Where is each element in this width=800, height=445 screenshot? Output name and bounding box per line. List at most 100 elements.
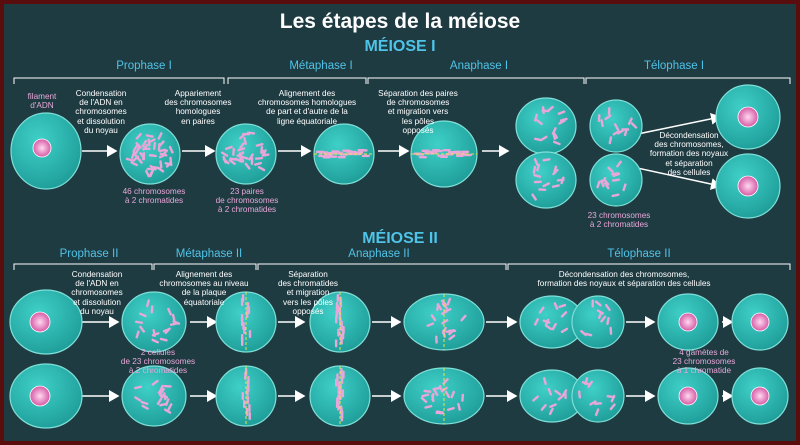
chromosome <box>455 154 464 158</box>
chromosome <box>431 392 435 401</box>
phase-bracket <box>257 263 507 270</box>
nucleus <box>737 106 759 128</box>
chromosome <box>145 134 154 138</box>
chromosome <box>435 335 438 344</box>
phase-bracket <box>507 263 791 270</box>
chromosome <box>255 142 264 147</box>
chromosome <box>222 158 230 165</box>
chromosome <box>440 309 449 316</box>
chromosome <box>337 155 346 159</box>
chromosome <box>533 158 539 166</box>
chromosome <box>134 385 143 390</box>
chromosome <box>623 128 628 137</box>
chromosome <box>453 150 462 154</box>
nucleus <box>29 385 51 407</box>
chromosome <box>441 302 448 310</box>
chromosome <box>535 119 543 126</box>
chromosome <box>240 298 244 306</box>
cell <box>515 151 577 209</box>
chromosome <box>152 141 157 150</box>
chromosome <box>141 139 148 148</box>
chromosome <box>260 145 264 154</box>
telophase-1-desc: Décondensation des chromosomes, formatio… <box>649 131 729 177</box>
chromosome <box>322 156 331 159</box>
chromosome <box>334 378 338 387</box>
chromosome <box>157 132 163 140</box>
phase-bracket <box>13 263 153 270</box>
chromosome <box>139 312 147 318</box>
chromosome <box>135 142 142 149</box>
chromosome <box>159 402 168 407</box>
chromosome <box>141 404 149 410</box>
chromosome <box>534 137 542 142</box>
anaphase-1-desc: Séparation des paires de chromosomes et … <box>378 89 458 135</box>
chromosome <box>158 384 164 393</box>
metaphase-1-desc: Alignement des chromosomes homologues de… <box>257 89 357 126</box>
chromosome <box>558 303 567 309</box>
chromosome <box>446 297 452 306</box>
chromosome <box>549 403 557 408</box>
chromosome <box>600 119 604 128</box>
telophase-2-desc: Décondensation des chromosomes, formatio… <box>537 270 711 289</box>
chromosome <box>600 315 607 323</box>
chromosome <box>248 412 251 420</box>
chromosome <box>145 169 150 178</box>
chromosome <box>337 402 340 411</box>
chromosome <box>228 159 236 165</box>
chromosome <box>553 302 559 310</box>
chromosome <box>339 299 343 308</box>
chromosome <box>584 332 593 337</box>
chromosome <box>553 165 558 174</box>
chromosome <box>134 396 142 402</box>
chromosome <box>538 306 545 314</box>
chromosome <box>553 140 561 146</box>
chromosome <box>426 322 435 327</box>
chromosome <box>136 156 143 164</box>
chromosome <box>142 143 149 151</box>
chromosome <box>432 386 441 391</box>
chromosome <box>238 152 242 161</box>
chromosome <box>557 110 566 115</box>
chromosome <box>460 314 467 322</box>
chromosome <box>604 303 611 312</box>
nucleus <box>29 311 51 333</box>
chromosome <box>609 403 616 411</box>
chromosome <box>421 393 430 398</box>
chromosome <box>441 318 449 325</box>
chromosome <box>335 315 338 324</box>
chromosome <box>139 325 146 333</box>
chromosome <box>533 180 542 184</box>
chromosome <box>243 400 246 408</box>
chromosome <box>463 153 472 157</box>
chromosome <box>433 388 439 397</box>
chromosome <box>361 154 370 158</box>
phase-brackets <box>13 77 791 270</box>
chromosome <box>172 320 181 325</box>
chromosome <box>581 381 590 386</box>
chromosome <box>159 387 165 396</box>
chromosome <box>457 402 461 411</box>
chromosome <box>607 107 611 116</box>
chromosome <box>149 169 155 178</box>
chromosome <box>337 328 340 337</box>
chromosome <box>340 368 343 376</box>
chromosome <box>261 149 267 157</box>
chromosome <box>531 193 537 201</box>
chromosome <box>616 129 625 135</box>
chromosome <box>603 178 610 186</box>
chromosome <box>551 184 560 188</box>
chromosome <box>589 400 597 406</box>
chromosome <box>533 113 538 122</box>
anaphase-2-desc: Séparation des chromatides et migration … <box>277 270 339 316</box>
chromosome <box>604 114 612 121</box>
chromosome <box>148 154 157 158</box>
chromosome <box>132 144 139 152</box>
chromosome <box>340 323 343 332</box>
chromosome <box>246 396 250 404</box>
prophase-2-desc: Condensation de l'ADN en chromosomes et … <box>71 270 123 316</box>
count-2-cells: 2 cellules de 23 chromosomes à 2 chromat… <box>120 348 196 376</box>
meiosis-diagram: Les étapes de la méiose MÉIOSE I Prophas… <box>4 4 796 441</box>
chromosome <box>139 152 146 160</box>
chromosome <box>156 397 163 406</box>
chromosome <box>548 407 554 416</box>
